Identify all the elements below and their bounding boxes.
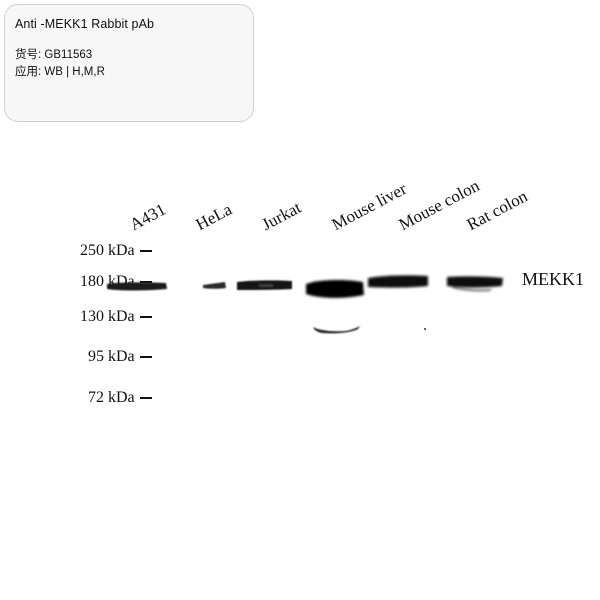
marker-tick-95 bbox=[139, 356, 152, 358]
band-mouse-liver bbox=[306, 279, 364, 298]
marker-tick-72 bbox=[139, 397, 152, 399]
marker-label-95: 95 kDa bbox=[88, 348, 135, 365]
marker-250: 250 kDa bbox=[80, 242, 180, 260]
catalog-value: GB11563 bbox=[44, 49, 93, 61]
band-mouse-liver-lower bbox=[313, 326, 360, 334]
application-label: 应用: bbox=[15, 66, 42, 78]
marker-tick-130 bbox=[139, 316, 152, 318]
application-row: 应用: WB | H,M,R bbox=[15, 64, 243, 81]
marker-tick-250 bbox=[139, 250, 152, 252]
band-jurkat bbox=[237, 280, 292, 290]
marker-95: 95 kDa bbox=[80, 348, 180, 366]
catalog-label: 货号: bbox=[15, 49, 42, 61]
marker-label-130: 130 kDa bbox=[80, 308, 135, 325]
marker-label-72: 72 kDa bbox=[88, 389, 135, 406]
marker-tick-180 bbox=[139, 281, 152, 283]
antibody-title: Anti -MEKK1 Rabbit pAb bbox=[15, 17, 155, 31]
band-mouse-colon-dot bbox=[424, 328, 426, 330]
band-a431 bbox=[107, 282, 167, 291]
marker-72: 72 kDa bbox=[80, 389, 180, 407]
antibody-info-card: Anti -MEKK1 Rabbit pAb 货号: GB11563 应用: W… bbox=[4, 4, 254, 122]
band-rat-colon bbox=[447, 276, 503, 292]
target-label-mekk1: MEKK1 bbox=[522, 269, 584, 289]
band-mouse-colon bbox=[368, 275, 428, 288]
marker-130: 130 kDa bbox=[80, 308, 180, 326]
catalog-row: 货号: GB11563 bbox=[15, 47, 243, 64]
marker-label-250: 250 kDa bbox=[80, 242, 135, 259]
application-value: WB | H,M,R bbox=[44, 66, 105, 78]
band-hela bbox=[203, 282, 226, 289]
